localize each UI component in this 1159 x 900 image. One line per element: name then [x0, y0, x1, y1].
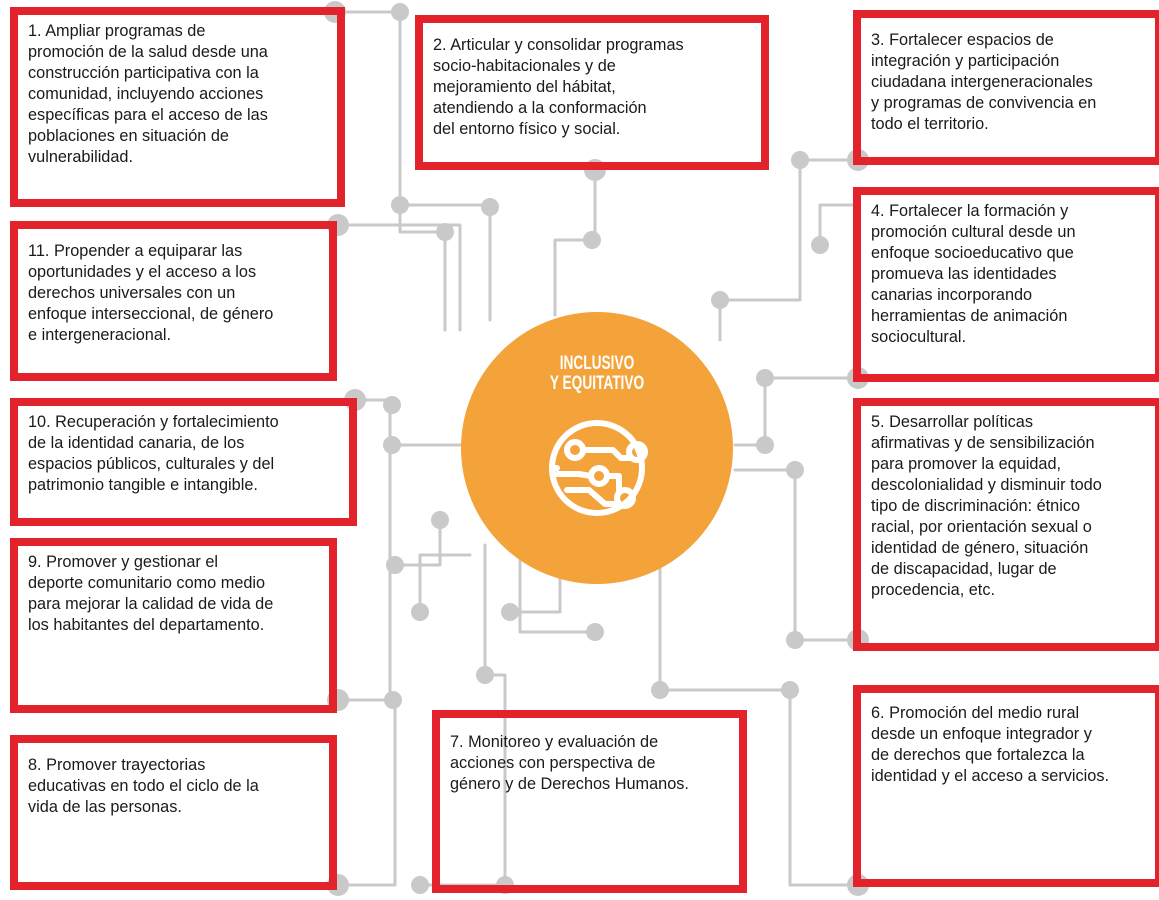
objective-box-7: 7. Monitoreo y evaluación de acciones co… — [432, 710, 747, 893]
objective-box-4: 4. Fortalecer la formación y promoción c… — [853, 187, 1159, 382]
objective-box-11: 11. Propender a equiparar las oportunida… — [10, 221, 337, 381]
center-hub: INCLUSIVO Y EQUITATIVO — [461, 312, 733, 584]
objective-box-6: 6. Promoción del medio rural desde un en… — [853, 685, 1159, 887]
objective-box-10: 10. Recuperación y fortalecimiento de la… — [10, 398, 357, 526]
objective-box-2: 2. Articular y consolidar programas soci… — [415, 15, 769, 170]
objective-box-8: 8. Promover trayectorias educativas en t… — [10, 735, 337, 890]
objective-box-9: 9. Promover y gestionar el deporte comun… — [10, 538, 337, 713]
objective-box-1: 1. Ampliar programas de promoción de la … — [10, 7, 345, 207]
hub-title: INCLUSIVO Y EQUITATIVO — [549, 353, 645, 394]
objective-box-3: 3. Fortalecer espacios de integración y … — [853, 10, 1159, 165]
circuit-icon — [549, 420, 648, 516]
objective-box-5: 5. Desarrollar políticas afirmativas y d… — [853, 398, 1159, 651]
